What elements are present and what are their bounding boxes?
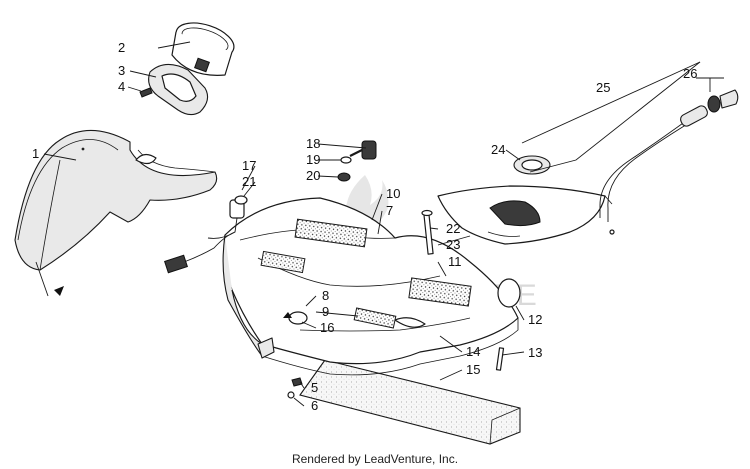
grip-pad-center (353, 307, 397, 329)
callout-2: 2 (118, 40, 125, 55)
callout-11: 11 (448, 254, 462, 269)
callout-4: 4 (118, 79, 125, 94)
part-12-cap (497, 278, 521, 308)
part-17-ignition-switch (164, 199, 245, 274)
callout-19: 19 (306, 152, 320, 167)
callout-16: 16 (320, 320, 334, 335)
callout-5: 5 (311, 380, 318, 395)
callout-14: 14 (466, 344, 480, 359)
direction-arrow-icon (54, 286, 64, 296)
callout-26: 26 (683, 66, 697, 81)
callout-20: 20 (306, 168, 320, 183)
callout-10: 10 (386, 186, 400, 201)
callout-22: 22 (446, 221, 460, 236)
callout-7: 7 (386, 203, 393, 218)
part-6-washer (287, 391, 295, 399)
part-26-throttle-handle (707, 89, 739, 113)
callout-12: 12 (528, 312, 542, 327)
part-5-screw (291, 377, 303, 387)
part-19-washer (340, 156, 352, 164)
callout-23: 23 (446, 237, 460, 252)
callout-13: 13 (528, 345, 542, 360)
part-4-screw (139, 87, 153, 98)
part-25-cable (599, 105, 708, 222)
callout-labels: 1 2 3 4 5 6 7 8 9 10 11 12 13 14 15 16 1… (32, 40, 697, 413)
part-1-fender (14, 129, 218, 271)
part-22-bolt (421, 209, 434, 255)
callout-17: 17 (242, 158, 256, 173)
callout-8: 8 (322, 288, 329, 303)
leader-lines (35, 41, 525, 407)
part-18-key (349, 140, 377, 160)
console-assembly (222, 197, 519, 376)
part-23-side-panel (437, 185, 615, 245)
callout-21: 21 (242, 174, 256, 189)
render-credit: Rendered by LeadVenture, Inc. (291, 452, 459, 466)
grip-pad-left (260, 250, 306, 274)
callout-15: 15 (466, 362, 480, 377)
callout-18: 18 (306, 136, 320, 151)
callout-1: 1 (32, 146, 39, 161)
callout-24: 24 (491, 142, 505, 157)
grip-pad-right (408, 277, 472, 307)
part-2-gauge (171, 22, 235, 76)
part-21-switch-nut (234, 195, 248, 205)
part-15-footplate (299, 359, 521, 445)
callout-25: 25 (596, 80, 610, 95)
part-3-gauge-bracket (148, 63, 209, 116)
callout-3: 3 (118, 63, 125, 78)
callout-6: 6 (311, 398, 318, 413)
grip-pad-upper (294, 218, 368, 248)
part-13-screw (495, 347, 505, 371)
callout-9: 9 (322, 304, 329, 319)
callout-brackets (521, 61, 724, 173)
part-20-nut (337, 172, 351, 182)
